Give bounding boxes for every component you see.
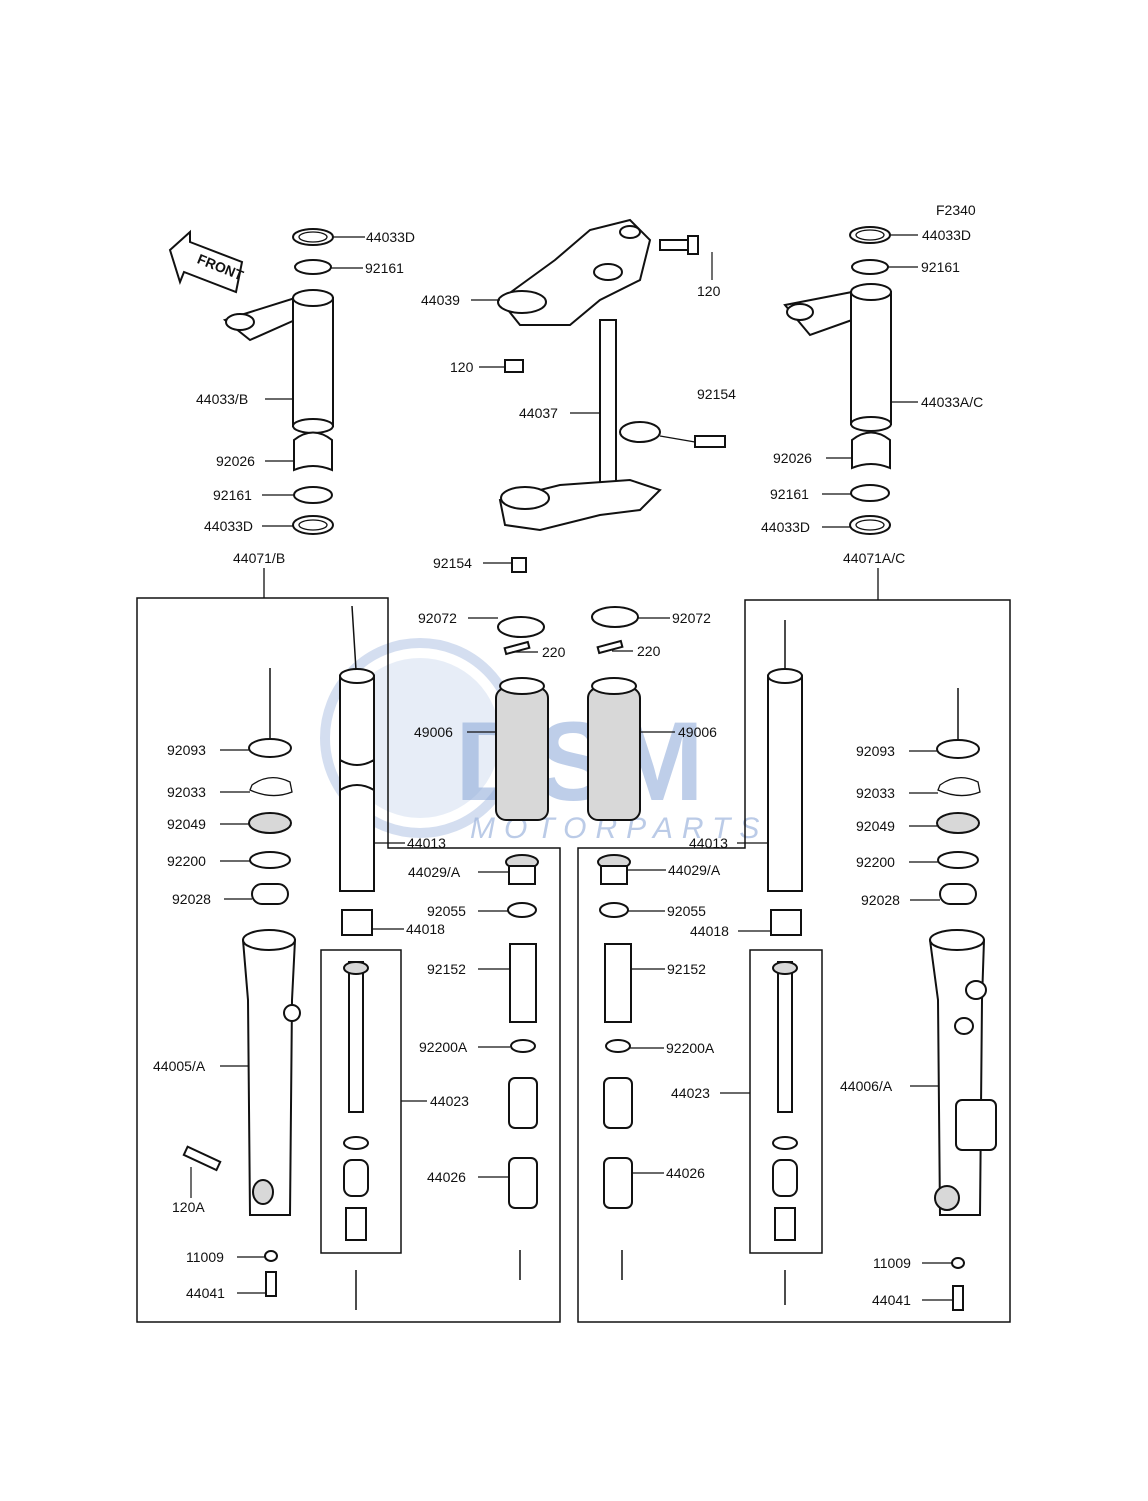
label-49006-right: 49006 [678, 724, 717, 740]
center-left-parts [495, 616, 549, 1280]
label-92072-right: 92072 [672, 610, 711, 626]
label-44071B: 44071/B [233, 550, 285, 566]
watermark-brand: DSM [455, 699, 704, 824]
label-92200A-right: 92200A [666, 1040, 715, 1056]
label-220-left: 220 [542, 644, 566, 660]
label-92154-bot: 92154 [433, 555, 472, 571]
front-arrow-icon: FRONT [168, 229, 246, 294]
steering-stem-assembly [497, 218, 726, 573]
leader-lines [190, 234, 952, 1301]
label-92093-right: 92093 [856, 743, 895, 759]
label-92049-left: 92049 [167, 816, 206, 832]
label-44037: 44037 [519, 405, 558, 421]
part-labels: 44033D 92161 44033/B 92026 92161 44033D … [153, 202, 983, 1308]
label-92161-left-top: 92161 [365, 260, 404, 276]
label-44041-left: 44041 [186, 1285, 225, 1301]
label-92161-left-bot: 92161 [213, 487, 252, 503]
label-120-left: 120 [450, 359, 474, 375]
label-44029A-right: 44029/A [668, 862, 721, 878]
label-44033D-left-top: 44033D [366, 229, 415, 245]
label-92152-right: 92152 [667, 961, 706, 977]
label-44033AC: 44033A/C [921, 394, 983, 410]
label-44013-right: 44013 [689, 835, 728, 851]
label-44005A: 44005/A [153, 1058, 206, 1074]
center-right-parts [587, 606, 641, 1280]
label-92026-right: 92026 [773, 450, 812, 466]
label-44018-right: 44018 [690, 923, 729, 939]
label-92200-left: 92200 [167, 853, 206, 869]
label-11009-left: 11009 [186, 1249, 224, 1265]
label-220-right: 220 [637, 643, 661, 659]
left-upper-parts [222, 228, 334, 535]
label-44023-right: 44023 [671, 1085, 710, 1101]
label-92028-right: 92028 [861, 892, 900, 908]
label-92200A-left: 92200A [419, 1039, 468, 1055]
label-92033-left: 92033 [167, 784, 206, 800]
label-44018-left: 44018 [406, 921, 445, 937]
label-44013-left: 44013 [407, 835, 446, 851]
label-120A: 120A [172, 1199, 205, 1215]
label-44041-right: 44041 [872, 1292, 911, 1308]
label-44029A-left: 44029/A [408, 864, 461, 880]
label-92154-top: 92154 [697, 386, 736, 402]
label-92055-left: 92055 [427, 903, 466, 919]
label-44006A: 44006/A [840, 1078, 893, 1094]
label-figure-code: F2340 [936, 202, 976, 218]
label-44023-left: 44023 [430, 1093, 469, 1109]
right-assembly-frame [577, 599, 1011, 1323]
label-92026-left: 92026 [216, 453, 255, 469]
label-92028-left: 92028 [172, 891, 211, 907]
label-92161-right-top: 92161 [921, 259, 960, 275]
label-92072-left: 92072 [418, 610, 457, 626]
left-fork-parts [182, 605, 375, 1310]
label-44039: 44039 [421, 292, 460, 308]
label-49006-left: 49006 [414, 724, 453, 740]
right-fork-parts [767, 620, 997, 1311]
label-44033D-right-bot: 44033D [761, 519, 810, 535]
left-assembly-frame [136, 597, 561, 1323]
label-44033D-left-bot: 44033D [204, 518, 253, 534]
right-upper-parts [783, 226, 892, 535]
label-92049-right: 92049 [856, 818, 895, 834]
label-44026-left: 44026 [427, 1169, 466, 1185]
label-92093-left: 92093 [167, 742, 206, 758]
label-44033B: 44033/B [196, 391, 248, 407]
label-92152-left: 92152 [427, 961, 466, 977]
label-92161-right-bot: 92161 [770, 486, 809, 502]
label-44033D-right-top: 44033D [922, 227, 971, 243]
label-92055-right: 92055 [667, 903, 706, 919]
label-120-right: 120 [697, 283, 721, 299]
label-44071AC: 44071A/C [843, 550, 905, 566]
label-11009-right: 11009 [873, 1255, 911, 1271]
assembly-frames [136, 568, 1011, 1323]
label-92033-right: 92033 [856, 785, 895, 801]
label-92200-right: 92200 [856, 854, 895, 870]
label-44026-right: 44026 [666, 1165, 705, 1181]
